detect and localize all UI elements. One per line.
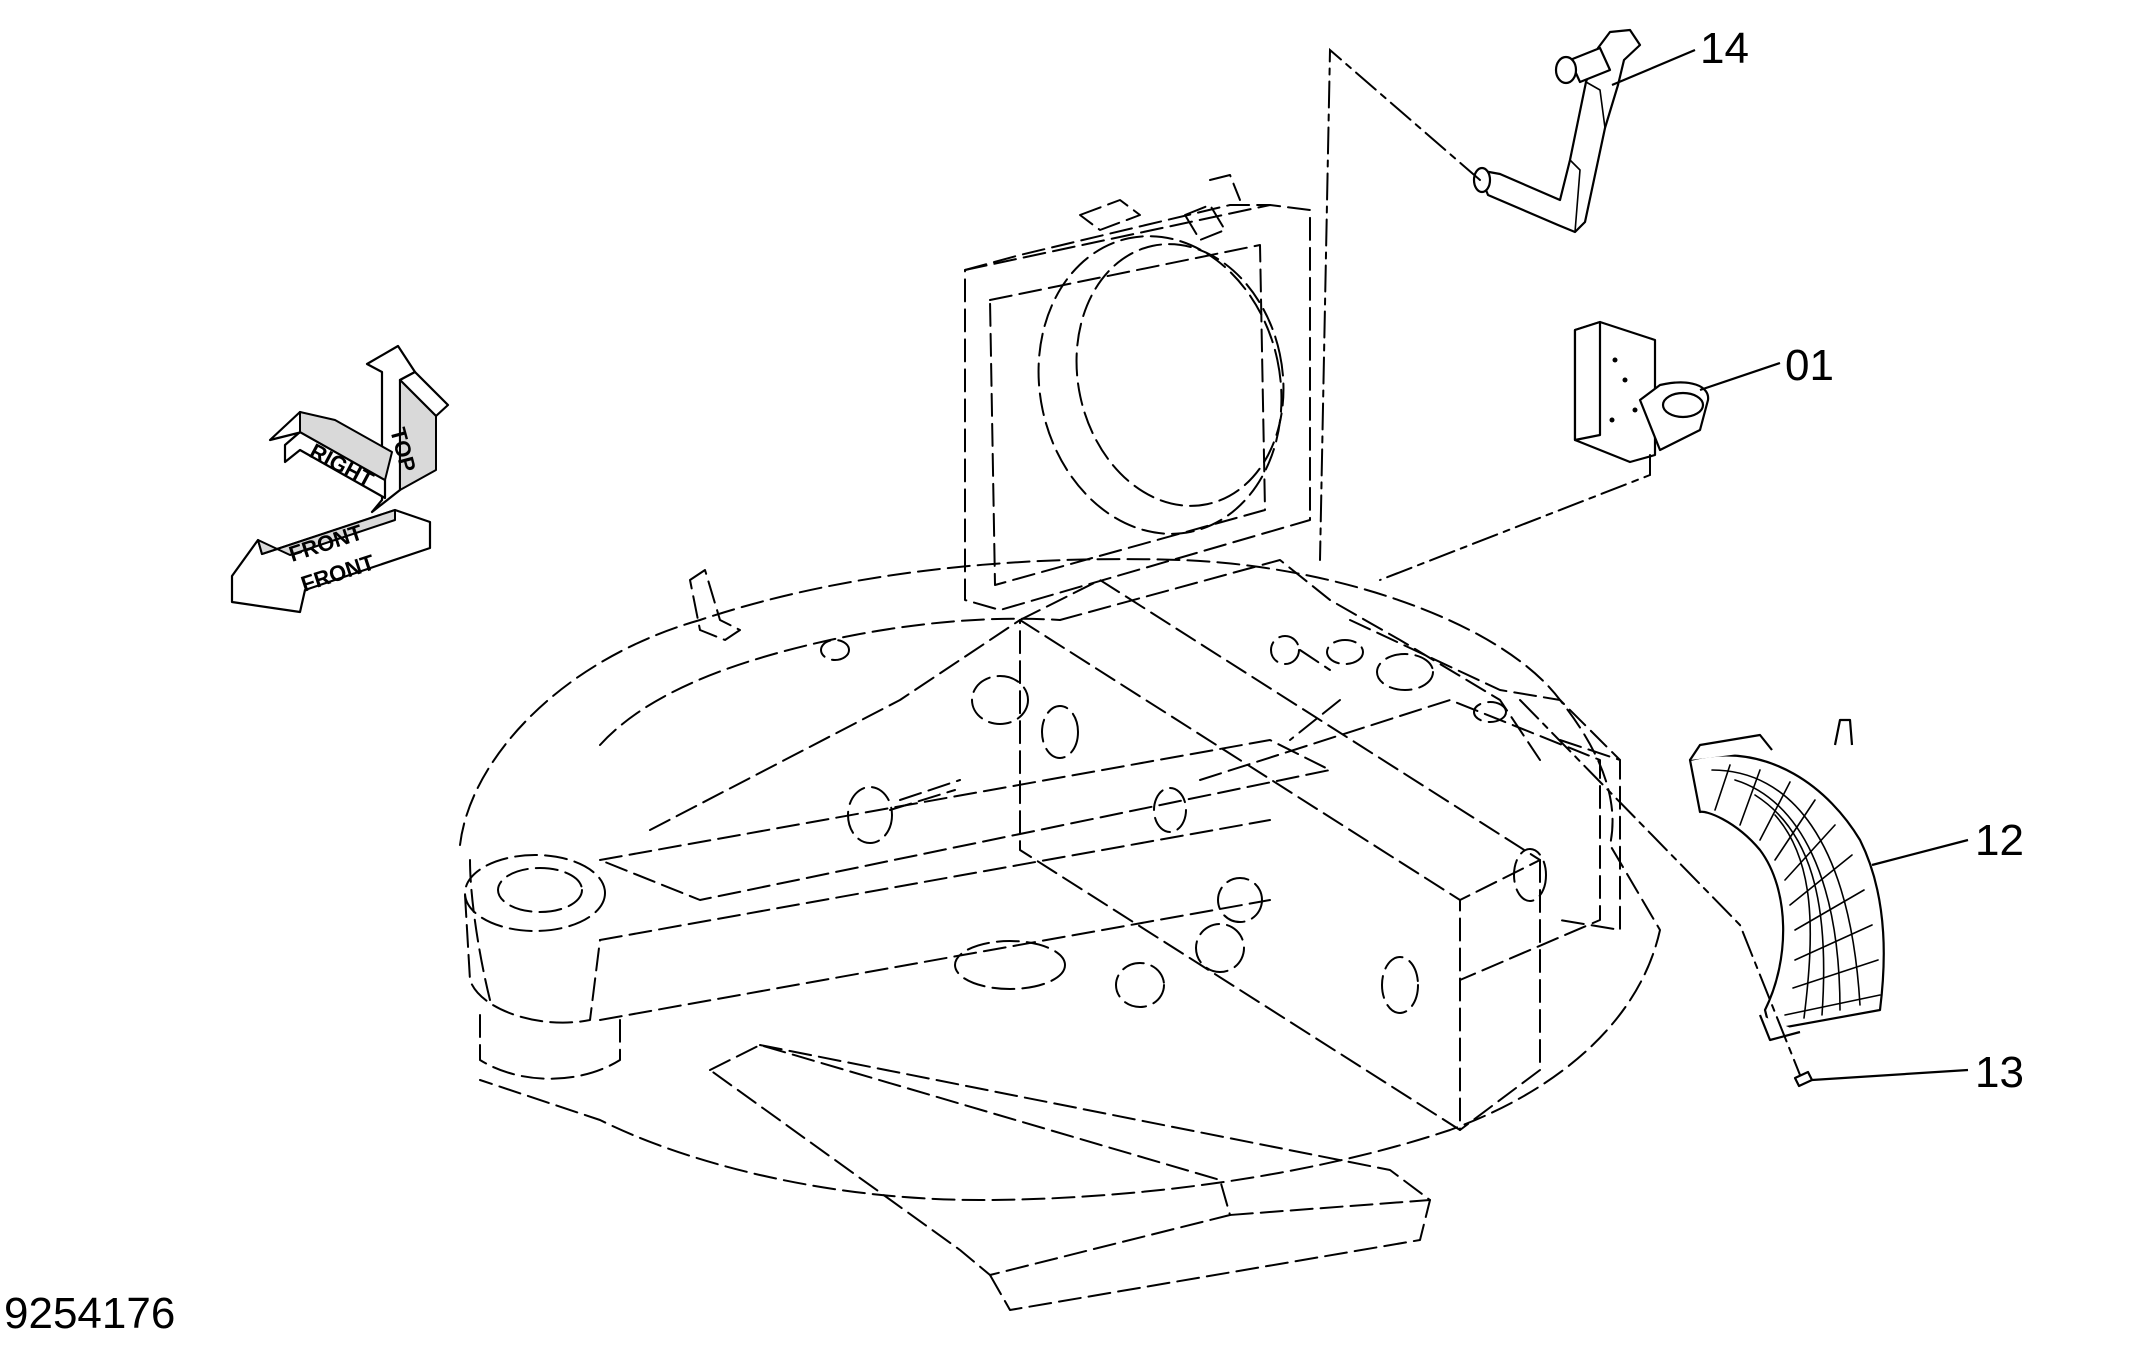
callout-14-label: 14	[1700, 24, 1749, 73]
right-arrow-icon: RIGHT	[268, 410, 393, 500]
swing-boss	[464, 854, 606, 932]
callout-13: 13	[1811, 1048, 2024, 1097]
assembly-lines	[1319, 47, 1801, 1076]
part-13-screw	[1793, 1070, 1814, 1088]
upper-frame-assembly	[459, 558, 1661, 1311]
callout-14: 14	[1611, 24, 1749, 87]
callout-01: 01	[1699, 341, 1834, 392]
part-14-pipe	[1472, 28, 1642, 234]
left-rail	[599, 739, 1331, 901]
callout-01-label: 01	[1785, 341, 1834, 390]
bottom-rail	[709, 1044, 1231, 1276]
center-beam	[1019, 619, 1461, 1131]
orientation-indicator: TOP RIGHT FRONT FRONT	[230, 344, 450, 614]
callout-12: 12	[1871, 816, 2024, 867]
figure-number: 9254176	[4, 1289, 176, 1338]
fan-ring	[1037, 235, 1283, 535]
callout-12-label: 12	[1975, 816, 2024, 865]
callout-13-label: 13	[1975, 1048, 2024, 1097]
top-arrow-icon: TOP	[365, 344, 450, 514]
rear-box	[1199, 699, 1601, 981]
part-12-fan-guard	[1688, 718, 1885, 1042]
front-arrow-icon: FRONT FRONT	[230, 508, 432, 614]
radiator-shroud	[964, 174, 1311, 611]
part-01-bracket	[1573, 320, 1710, 464]
